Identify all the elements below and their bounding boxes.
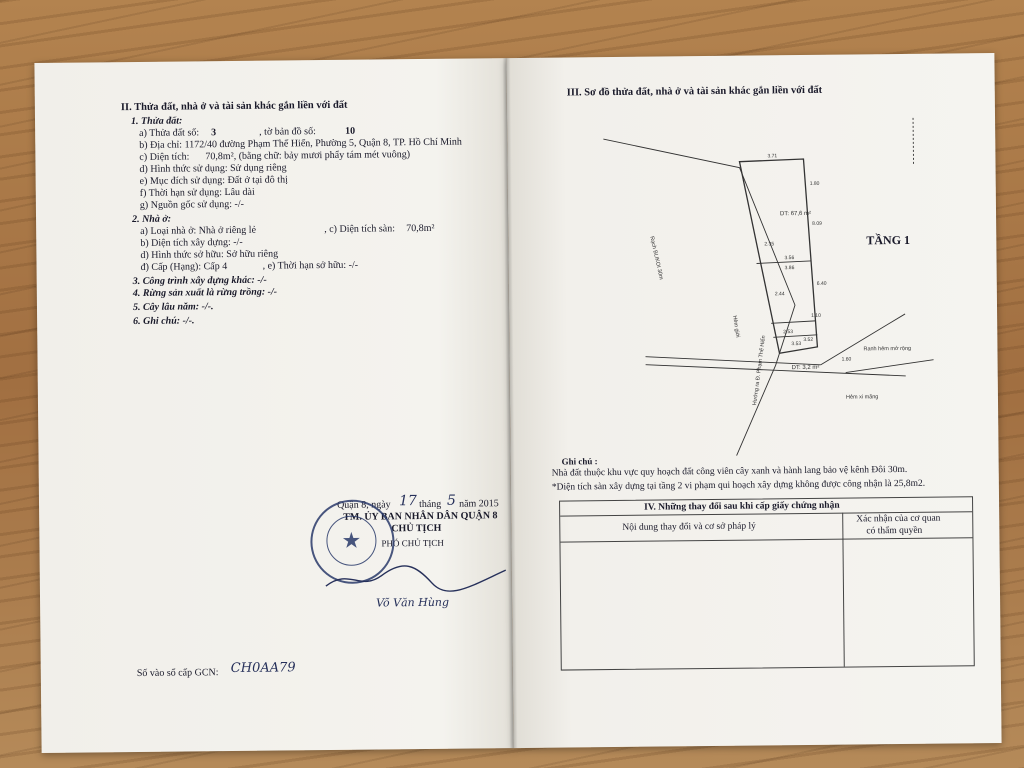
column-divider (842, 538, 845, 667)
date-month: 5 (446, 492, 457, 509)
perennial-line: 5. Cây lâu năm: -/-. (132, 301, 214, 314)
floor-area-value: 70,8m² (406, 222, 435, 235)
registry-number: CH0AA79 (230, 660, 296, 677)
changes-table-title: IV. Những thay đổi sau khi cấp giấy chứn… (644, 500, 840, 513)
dimension-label: 2.53 (783, 329, 793, 335)
road-label-alley: Hẻm giới (731, 315, 740, 338)
built-area-line: b) Diện tích xây dựng: -/- (140, 236, 243, 249)
date-day: 17 (398, 493, 417, 510)
note-line-1: Nhà đất thuộc khu vực quy hoạch đất công… (551, 464, 908, 479)
note-line-2: *Diện tích sàn xây dựng tại tầng 2 vi ph… (551, 478, 926, 493)
changes-column-content: Nội dung thay đổi và cơ sở pháp lý (560, 512, 844, 543)
dimension-label: 3.71 (767, 153, 777, 159)
section-title-left: II. Thửa đất, nhà ở và tài sản khác gắn … (120, 99, 348, 114)
date-year: năm 2015 (458, 498, 499, 510)
certificate-sheet: II. Thửa đất, nhà ở và tài sản khác gắn … (34, 52, 1002, 754)
note-title: Ghi chú : (561, 456, 598, 467)
origin-line: g) Nguồn gốc sử dụng: -/- (139, 198, 244, 211)
signer-name: Võ Văn Hùng (376, 595, 450, 610)
column-header-confirm-line2: có thẩm quyền (866, 525, 923, 537)
small-area-label: DT: 3,2 m² (792, 365, 820, 371)
road-label-cement: Hẻm xi măng (846, 394, 878, 400)
floor-label: TẦNG 1 (866, 232, 910, 247)
own-term-line: , e) Thời hạn sở hữu: -/- (262, 259, 359, 272)
signature-mark (325, 565, 507, 592)
dimension-label: 1.60 (842, 357, 852, 363)
land-heading: 1. Thửa đất: (130, 115, 183, 128)
title-chairman: CHỦ TỊCH (391, 522, 442, 535)
dimension-label: 3.86 (785, 265, 795, 271)
left-page: II. Thửa đất, nhà ở và tài sản khác gắn … (34, 58, 514, 754)
dimension-label: 8.09 (812, 221, 822, 227)
road-label-widen-1: Ranh hẻm mở rộng (863, 345, 911, 352)
grade-line: đ) Cấp (Hạng): Cấp 4 (140, 261, 228, 273)
map-label: , tờ bản đồ số: (259, 126, 316, 138)
house-heading: 2. Nhà ở: (132, 213, 172, 226)
map-number: 10 (345, 125, 356, 137)
area-value: 70,8m², (bằng chữ: bảy mươi phẩy tám mét… (205, 149, 411, 163)
notes-line: 6. Ghi chú: -/-. (133, 315, 195, 328)
dimension-label: 2.44 (775, 291, 785, 297)
parcel-number: 3 (211, 127, 217, 139)
purpose-line: e) Mục đích sử dụng: Đất ở tại đô thị (139, 174, 288, 187)
column-header-confirm-line1: Xác nhận của cơ quan (856, 513, 941, 525)
registry-label: Số vào sổ cấp GCN: (136, 667, 219, 680)
forest-line: 4. Rừng sản xuất là rừng trồng: -/- (132, 286, 278, 300)
main-area-label: DT: 67,6 m² (780, 211, 811, 217)
date-month-label: tháng (419, 498, 442, 511)
changes-table: IV. Những thay đổi sau khi cấp giấy chứn… (559, 496, 975, 671)
dimension-label: 3.56 (784, 255, 794, 261)
floor-area-label: , c) Diện tích sàn: (324, 223, 396, 236)
road-label-direction: Hướng ra Đ. Phạm Thế Hiển (751, 335, 767, 406)
dimension-label: 3.53 (791, 341, 801, 347)
land-plot-diagram: TẦNG 1 DT: 67,6 m² DT: 3,2 m² Ranh hẻm m… (603, 117, 934, 456)
column-header-content: Nội dung thay đổi và cơ sở pháp lý (622, 521, 756, 533)
dimension-label: 1.80 (810, 181, 820, 187)
area-label: c) Diện tích: (139, 151, 190, 163)
dimension-label: 3.52 (803, 337, 813, 343)
dimension-label: 2.35 (764, 241, 774, 247)
parcel-label: a) Thửa đất số: (139, 127, 200, 139)
dimension-label: 1.10 (811, 313, 821, 319)
dimension-label: 6.40 (817, 281, 827, 287)
note-box: Ghi chú : Nhà đất thuộc khu vực quy hoạc… (548, 451, 1000, 498)
road-label-canal: Rạch BLIKOI 30m (648, 236, 664, 281)
changes-column-confirm: Xác nhận của cơ quan có thẩm quyền (842, 511, 973, 540)
ownership-line: d) Hình thức sở hữu: Sở hữu riêng (140, 248, 279, 261)
